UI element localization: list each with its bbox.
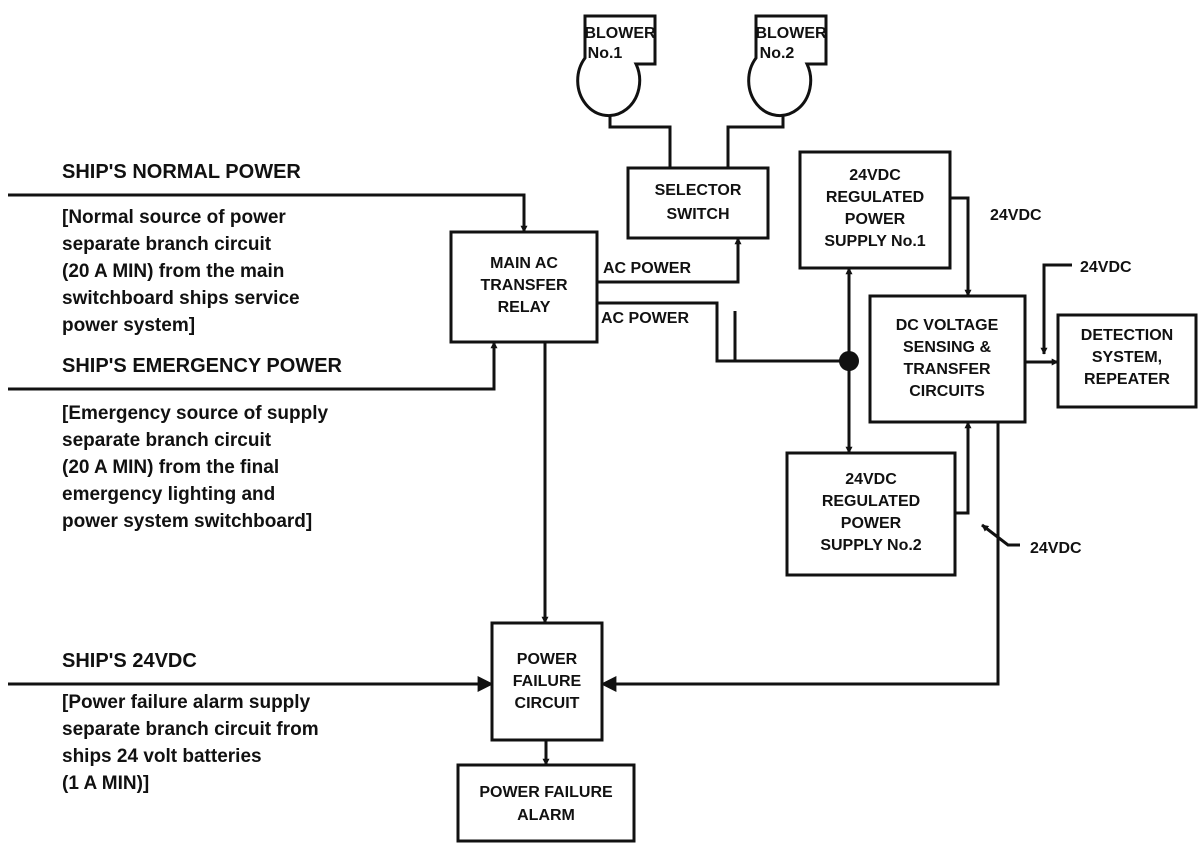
detection-line-1: DETECTION bbox=[1081, 327, 1173, 344]
svg-text:[Emergency source of supply: [Emergency source of supply bbox=[62, 403, 329, 424]
alarm-line-1: POWER FAILURE bbox=[479, 784, 613, 801]
wire-normal-power bbox=[8, 193, 528, 233]
svg-text:emergency lighting and: emergency lighting and bbox=[62, 484, 275, 505]
psu2-line-4: SUPPLY No.2 bbox=[820, 537, 921, 554]
wire-emergency-power bbox=[8, 341, 498, 391]
normal-power-note: [Normal source of power separate branch … bbox=[62, 207, 300, 336]
blower-1-line-1: BLOWER bbox=[584, 25, 656, 42]
svg-text:ships 24 volt batteries: ships 24 volt batteries bbox=[62, 746, 262, 767]
dcsense-line-1: DC VOLTAGE bbox=[896, 317, 999, 334]
relay-line-3: RELAY bbox=[498, 299, 551, 316]
power-supply-1: 24VDC REGULATED POWER SUPPLY No.1 bbox=[798, 150, 952, 270]
wire-dcsense-to-pfc bbox=[600, 422, 1000, 692]
svg-text:[Power failure alarm supply: [Power failure alarm supply bbox=[62, 692, 311, 713]
pfc-line-1: POWER bbox=[517, 651, 578, 668]
wire-psu1-to-dcsense bbox=[950, 196, 972, 297]
detection-line-2: SYSTEM, bbox=[1092, 349, 1162, 366]
wire-24vdc-detect bbox=[1040, 263, 1072, 355]
dcsense-line-2: SENSING & bbox=[903, 339, 991, 356]
pfc-line-2: FAILURE bbox=[513, 673, 582, 690]
wire-psu2-to-dcsense bbox=[955, 421, 972, 515]
normal-power-title: SHIP'S NORMAL POWER bbox=[62, 161, 301, 183]
psu1-line-1: 24VDC bbox=[849, 167, 901, 184]
svg-text:power system]: power system] bbox=[62, 315, 195, 336]
dcsense-line-4: CIRCUITS bbox=[909, 383, 985, 400]
svg-text:(20 A MIN) from the final: (20 A MIN) from the final bbox=[62, 457, 279, 478]
power-supply-2: 24VDC REGULATED POWER SUPPLY No.2 bbox=[785, 451, 957, 577]
connection-wires bbox=[8, 102, 1072, 766]
svg-text:[Normal source of power: [Normal source of power bbox=[62, 207, 286, 228]
wire-ac-to-junction bbox=[597, 301, 849, 363]
vdc-label-psu1: 24VDC bbox=[990, 207, 1042, 224]
psu2-line-1: 24VDC bbox=[845, 471, 897, 488]
dc-voltage-sensing: DC VOLTAGE SENSING & TRANSFER CIRCUITS bbox=[868, 294, 1027, 424]
junction-dot bbox=[839, 351, 859, 371]
svg-text:switchboard ships service: switchboard ships service bbox=[62, 288, 300, 309]
selector-line-2: SWITCH bbox=[666, 206, 729, 223]
ac-power-label-1: AC POWER bbox=[603, 260, 691, 277]
power-failure-circuit: POWER FAILURE CIRCUIT bbox=[490, 621, 604, 742]
svg-text:power system switchboard]: power system switchboard] bbox=[62, 511, 312, 532]
detection-line-3: REPEATER bbox=[1084, 371, 1170, 388]
power-failure-alarm: POWER FAILURE ALARM bbox=[456, 763, 636, 843]
blower-2-line-1: BLOWER bbox=[755, 25, 827, 42]
main-ac-transfer-relay: MAIN AC TRANSFER RELAY bbox=[449, 230, 599, 344]
svg-text:separate branch circuit: separate branch circuit bbox=[62, 430, 272, 451]
psu2-line-2: REGULATED bbox=[822, 493, 920, 510]
blower-2-line-2: No.2 bbox=[760, 45, 795, 62]
ships-24vdc-title: SHIP'S 24VDC bbox=[62, 650, 197, 672]
ships-24vdc-note: [Power failure alarm supply separate bra… bbox=[62, 692, 319, 794]
vdc-label-psu2: 24VDC bbox=[1030, 540, 1082, 557]
blower-1: BLOWER No.1 bbox=[576, 14, 657, 118]
emergency-power-title: SHIP'S EMERGENCY POWER bbox=[62, 355, 343, 377]
dcsense-line-3: TRANSFER bbox=[903, 361, 991, 378]
selector-switch: SELECTOR SWITCH bbox=[626, 166, 770, 240]
blower-1-line-2: No.1 bbox=[588, 45, 623, 62]
pfc-line-3: CIRCUIT bbox=[515, 695, 580, 712]
vdc-label-detection: 24VDC bbox=[1080, 259, 1132, 276]
ac-power-label-2: AC POWER bbox=[601, 310, 689, 327]
relay-line-2: TRANSFER bbox=[480, 277, 568, 294]
svg-text:separate branch circuit: separate branch circuit bbox=[62, 234, 272, 255]
selector-line-1: SELECTOR bbox=[655, 182, 742, 199]
emergency-power-note: [Emergency source of supply separate bra… bbox=[62, 403, 329, 532]
wire-24vdc-psu2-pointer bbox=[981, 523, 1020, 547]
blower-2: BLOWER No.2 bbox=[747, 14, 828, 118]
wire-ac-to-selector bbox=[597, 237, 742, 284]
svg-text:separate branch circuit from: separate branch circuit from bbox=[62, 719, 319, 740]
psu2-line-3: POWER bbox=[841, 515, 902, 532]
alarm-line-2: ALARM bbox=[517, 807, 575, 824]
detection-system: DETECTION SYSTEM, REPEATER bbox=[1056, 313, 1198, 409]
psu1-line-3: POWER bbox=[845, 211, 906, 228]
psu1-line-4: SUPPLY No.1 bbox=[824, 233, 925, 250]
psu1-line-2: REGULATED bbox=[826, 189, 924, 206]
relay-line-1: MAIN AC bbox=[490, 255, 558, 272]
svg-text:(1 A MIN)]: (1 A MIN)] bbox=[62, 773, 149, 794]
svg-text:(20 A MIN) from the main: (20 A MIN) from the main bbox=[62, 261, 284, 282]
